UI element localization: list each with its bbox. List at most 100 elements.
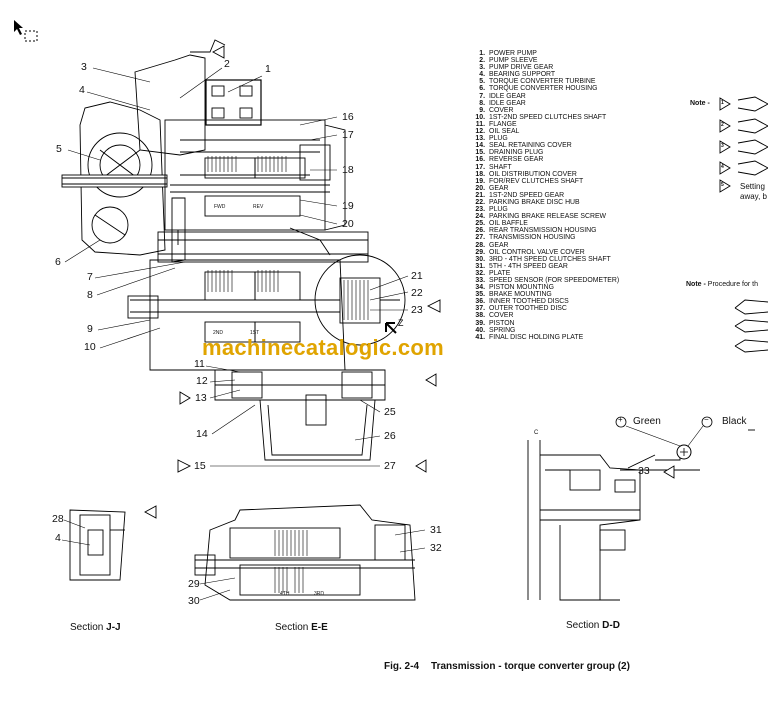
- legend-item: 21. 1ST-2ND SPEED GEAR: [474, 192, 674, 199]
- legend-item-text: TORQUE CONVERTER TURBINE: [489, 78, 596, 86]
- legend-item-text: TRANSMISSION HOUSING: [489, 234, 576, 242]
- callout-4: 4: [79, 84, 85, 96]
- callout-19: 19: [342, 200, 354, 212]
- callout-20: 20: [342, 218, 354, 230]
- legend-item-number: 24.: [475, 213, 485, 221]
- legend-item-text: 1ST-2ND SPEED GEAR: [489, 191, 565, 199]
- legend-item: 14.SEAL RETAINING COVER: [474, 142, 674, 149]
- legend-item-text: FLANGE: [489, 120, 517, 128]
- legend-item-number: 2.: [479, 57, 485, 65]
- cursor-icon: [14, 20, 38, 42]
- callout-10: 10: [84, 341, 96, 353]
- label-3rd: 3RD: [314, 591, 325, 597]
- legend-item-text: REAR TRANSMISSION HOUSING: [489, 227, 597, 235]
- callout-22: 22: [411, 287, 423, 299]
- callout-32: 32: [430, 542, 442, 554]
- label-1st: 1ST: [250, 330, 260, 336]
- legend-item-text: PUMP SLEEVE: [489, 57, 538, 65]
- note-marker-5: 5: [721, 182, 724, 188]
- legend-item: 35.BRAKE MOUNTING: [474, 291, 674, 298]
- legend-item-text: TORQUE CONVERTER HOUSING: [489, 85, 598, 93]
- legend-item-text: IDLE GEAR: [489, 99, 526, 107]
- legend-item-number: 8.: [479, 99, 485, 107]
- legend-item-number: 7.: [479, 92, 485, 100]
- legend-item-number: 4.: [479, 71, 485, 79]
- callout-8: 8: [87, 289, 93, 301]
- legend-item: 6. TORQUE CONVERTER HOUSING: [474, 85, 674, 92]
- legend-item: 13.PLUG: [474, 135, 674, 142]
- black-wire-label: Black: [722, 416, 747, 427]
- label-fwd: FWD: [214, 204, 226, 210]
- legend-item-text: COVER: [489, 312, 514, 320]
- legend-item: 26. REAR TRANSMISSION HOUSING: [474, 227, 674, 234]
- legend-item-text: 5TH - 4TH SPEED GEAR: [489, 262, 568, 270]
- callout-12: 12: [196, 375, 208, 387]
- setting-line-2: away, b: [740, 192, 767, 201]
- legend-item-number: 1.: [479, 50, 485, 57]
- section-dd-prefix: Section: [566, 620, 603, 631]
- legend-item-number: 38.: [475, 312, 485, 320]
- legend-item-text: SPRING: [489, 326, 516, 334]
- legend-item-text: COVER: [489, 106, 514, 114]
- legend-item: 27.TRANSMISSION HOUSING: [474, 234, 674, 241]
- label-rev: REV: [253, 204, 264, 210]
- callout-18: 18: [342, 164, 354, 176]
- legend-item-number: 11.: [475, 120, 485, 128]
- callout-14: 14: [196, 428, 208, 440]
- black-minus-symbol: −: [704, 415, 709, 424]
- legend-item-text: GEAR: [489, 241, 509, 249]
- section-ee-label: Section E-E: [275, 622, 328, 633]
- legend-item-text: INNER TOOTHED DISCS: [489, 298, 569, 306]
- figure-caption: Fig. 2-4 Transmission - torque converter …: [384, 661, 630, 672]
- legend-item-number: 22.: [475, 198, 485, 206]
- legend-item-text: OUTER TOOTHED DISC: [489, 305, 567, 313]
- legend-item-number: 28.: [475, 241, 485, 249]
- legend-item: 19. FOR/REV CLUTCHES SHAFT: [474, 178, 674, 185]
- figure-title: Transmission - torque converter group (2…: [431, 661, 630, 672]
- callout-27: 27: [384, 460, 396, 472]
- legend-item-number: 25.: [475, 220, 485, 228]
- legend-item-text: 1ST-2ND SPEED CLUTCHES SHAFT: [489, 113, 607, 121]
- legend-item-number: 16.: [475, 156, 485, 164]
- legend-item-text: PUMP DRIVE GEAR: [489, 64, 554, 72]
- note-marker-2: 2: [721, 122, 724, 128]
- callout-15: 15: [194, 460, 206, 472]
- legend-item-number: 32.: [475, 269, 485, 277]
- note-marker-4: 4: [721, 164, 724, 170]
- label-c: C: [534, 430, 539, 436]
- legend-item: 29.OIL CONTROL VALVE COVER: [474, 249, 674, 256]
- legend-item-number: 5.: [479, 78, 485, 86]
- legend-item: 32.PLATE: [474, 270, 674, 277]
- legend-item-number: 17.: [475, 163, 485, 171]
- legend-item: 41.FINAL DISC HOLDING PLATE: [474, 334, 674, 341]
- legend-item-number: 6.: [479, 85, 485, 93]
- legend-item: 16.REVERSE GEAR: [474, 156, 674, 163]
- callout-2: 2: [224, 58, 230, 70]
- legend-item-number: 39.: [475, 319, 485, 327]
- label-z: Z: [398, 318, 404, 328]
- legend-item: 23.PLUG: [474, 206, 674, 213]
- note-2-text: Procedure for th: [707, 281, 758, 288]
- watermark-text: machinecatalogic.com: [202, 335, 444, 360]
- legend-item-number: 10.: [475, 113, 485, 121]
- callout-1: 1: [265, 63, 271, 75]
- legend-item: 4.BEARING SUPPORT: [474, 71, 674, 78]
- setting-text: Setting away, b: [740, 182, 767, 202]
- callout-25: 25: [384, 406, 396, 418]
- legend-item-number: 20.: [475, 184, 485, 192]
- legend-item-text: FOR/REV CLUTCHES SHAFT: [489, 177, 584, 185]
- legend-item: 25.OIL BAFFLE: [474, 220, 674, 227]
- section-ee-prefix: Section: [275, 622, 312, 633]
- callout-13: 13: [195, 392, 207, 404]
- legend-item-number: 21.: [475, 191, 485, 199]
- callout-4-jj: 4: [55, 532, 61, 544]
- legend-item-number: 26.: [475, 227, 485, 235]
- callout-11: 11: [194, 358, 205, 370]
- green-plus-symbol: +: [618, 415, 623, 424]
- legend-item-text: PISTON MOUNTING: [489, 284, 554, 292]
- legend-item-number: 37.: [475, 305, 485, 313]
- legend-item-number: 19.: [475, 177, 485, 185]
- figure-number: Fig. 2-4: [384, 661, 420, 672]
